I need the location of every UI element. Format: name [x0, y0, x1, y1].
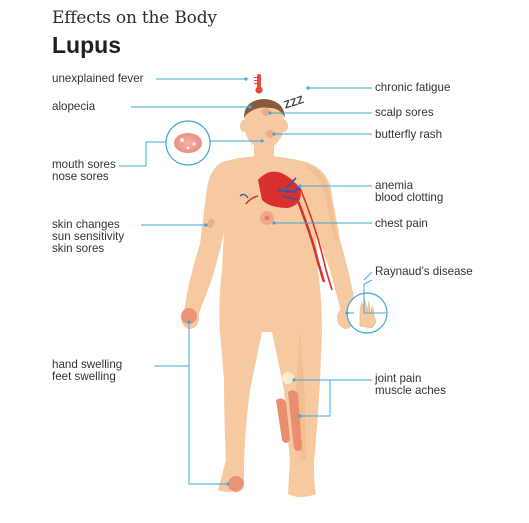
label-raynauds-disease: Raynaud’s disease: [375, 266, 473, 278]
label-butterfly-rash: butterfly rash: [375, 129, 442, 141]
hand-swelling-spot: [181, 308, 197, 324]
right-ear: [280, 120, 288, 132]
leader-hands-feet: [154, 322, 228, 485]
sleep-zzz-icon: ZZZ: [283, 94, 306, 112]
heart-vessels-icon: [239, 171, 333, 291]
knee-joint-spot: [282, 372, 294, 384]
label-anemia-group: anemia blood clotting: [375, 180, 443, 204]
leader-dots: [187, 77, 349, 486]
shin-inflammation: [276, 390, 302, 451]
leader-joint: [294, 379, 372, 417]
thermometer-icon: [254, 74, 263, 94]
label-text: chest pain: [375, 217, 428, 230]
label-text: blood clotting: [375, 191, 444, 204]
label-text: scalp sores: [375, 106, 434, 119]
butterfly-rash-spot: [266, 130, 274, 138]
hair: [244, 99, 285, 118]
body-silhouette: [181, 99, 356, 497]
label-text: mouth sores: [52, 158, 116, 171]
label-text: hand swelling: [52, 358, 123, 371]
label-text: Raynaud’s disease: [375, 265, 473, 278]
skin-sore-mark: [206, 218, 215, 229]
page-kicker: Effects on the Body: [52, 8, 217, 28]
mouth-sores-inset: [165, 120, 211, 166]
label-swelling-group: hand swelling feet swelling: [52, 359, 122, 383]
label-skin-group: skin changes sun sensitivity skin sores: [52, 219, 124, 255]
scalp-sore-spot: [262, 108, 270, 116]
label-text: skin changes: [52, 218, 120, 231]
label-text: sun sensitivity: [52, 230, 125, 243]
label-text: butterfly rash: [375, 128, 443, 141]
label-text: skin sores: [52, 242, 105, 255]
label-text: muscle aches: [375, 384, 446, 397]
label-joint-muscle: joint pain muscle aches: [375, 373, 446, 397]
left-ear: [240, 120, 248, 132]
page-title: Lupus: [52, 32, 121, 58]
label-text: unexplained fever: [52, 72, 144, 85]
label-text: chronic fatigue: [375, 81, 451, 94]
neck: [254, 140, 274, 160]
label-chest-pain: chest pain: [375, 218, 428, 230]
leader-mouth: [119, 141, 166, 167]
label-text: joint pain: [375, 372, 422, 385]
label-text: alopecia: [52, 100, 96, 113]
label-alopecia: alopecia: [52, 101, 95, 113]
foot-swelling-spot: [228, 476, 244, 492]
label-unexplained-fever: unexplained fever: [52, 73, 144, 85]
label-text: anemia: [375, 179, 414, 192]
label-scalp-sores: scalp sores: [375, 107, 434, 119]
head: [244, 99, 284, 149]
label-mouth-nose-sores: mouth sores nose sores: [52, 159, 116, 183]
label-text: nose sores: [52, 170, 109, 183]
label-chronic-fatigue: chronic fatigue: [375, 82, 450, 94]
label-text: feet swelling: [52, 370, 116, 383]
